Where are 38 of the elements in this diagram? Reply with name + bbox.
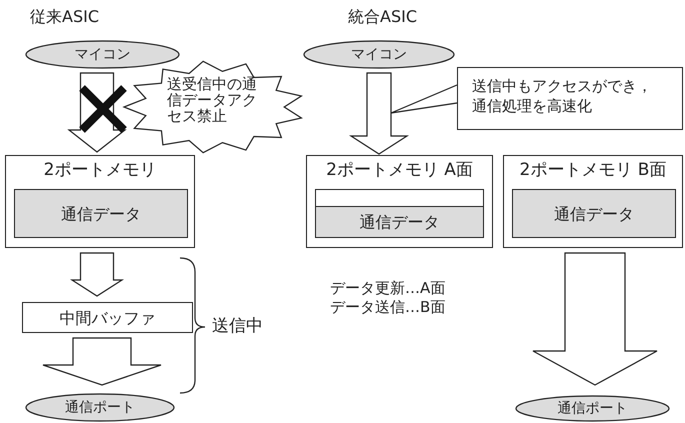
node-label: 中間バッファ [58, 308, 156, 328]
oval-node [25, 393, 175, 422]
node-label: 通信ポート [556, 400, 628, 417]
node-label: 通信データ [358, 212, 440, 232]
process-box [22, 302, 193, 333]
burst-callout [123, 60, 305, 154]
leader-line [390, 84, 458, 114]
oval-node [303, 40, 455, 69]
block-arrow [532, 252, 658, 386]
memory-block [5, 155, 195, 248]
block-arrow [348, 72, 410, 155]
block-heading: 2ポートメモリ B面 [518, 160, 668, 180]
node-label: 通信ポート [64, 399, 136, 416]
column-title: 従来ASIC [30, 7, 99, 27]
node-label: 送信中もアクセスができ，通信処理を高速化 [472, 77, 653, 116]
block-heading: 2ポートメモリ A面 [325, 160, 474, 180]
data-box [315, 206, 484, 238]
oval-node [515, 395, 670, 422]
block-arrow [67, 72, 127, 153]
process-box [315, 189, 484, 207]
note-text: データ更新…A面 [330, 279, 446, 298]
block-heading: 2ポートメモリ [42, 160, 158, 180]
memory-block [306, 155, 493, 248]
node-label: マイコン [350, 46, 408, 63]
oval-node [25, 40, 180, 69]
process-box [457, 67, 683, 130]
node-label: 送受信中の通信データアクセス禁止 [167, 77, 257, 124]
brace-label: 送信中 [212, 316, 263, 338]
note-text: データ送信…B面 [330, 298, 446, 317]
data-box [14, 189, 188, 238]
block-arrow [42, 337, 162, 386]
column-title: 統合ASIC [348, 7, 417, 27]
block-arrow [70, 252, 124, 297]
node-label: マイコン [74, 46, 132, 63]
memory-block [503, 155, 683, 248]
data-box [512, 189, 676, 238]
node-label: 通信データ [60, 204, 142, 224]
node-label: 通信データ [553, 204, 635, 224]
